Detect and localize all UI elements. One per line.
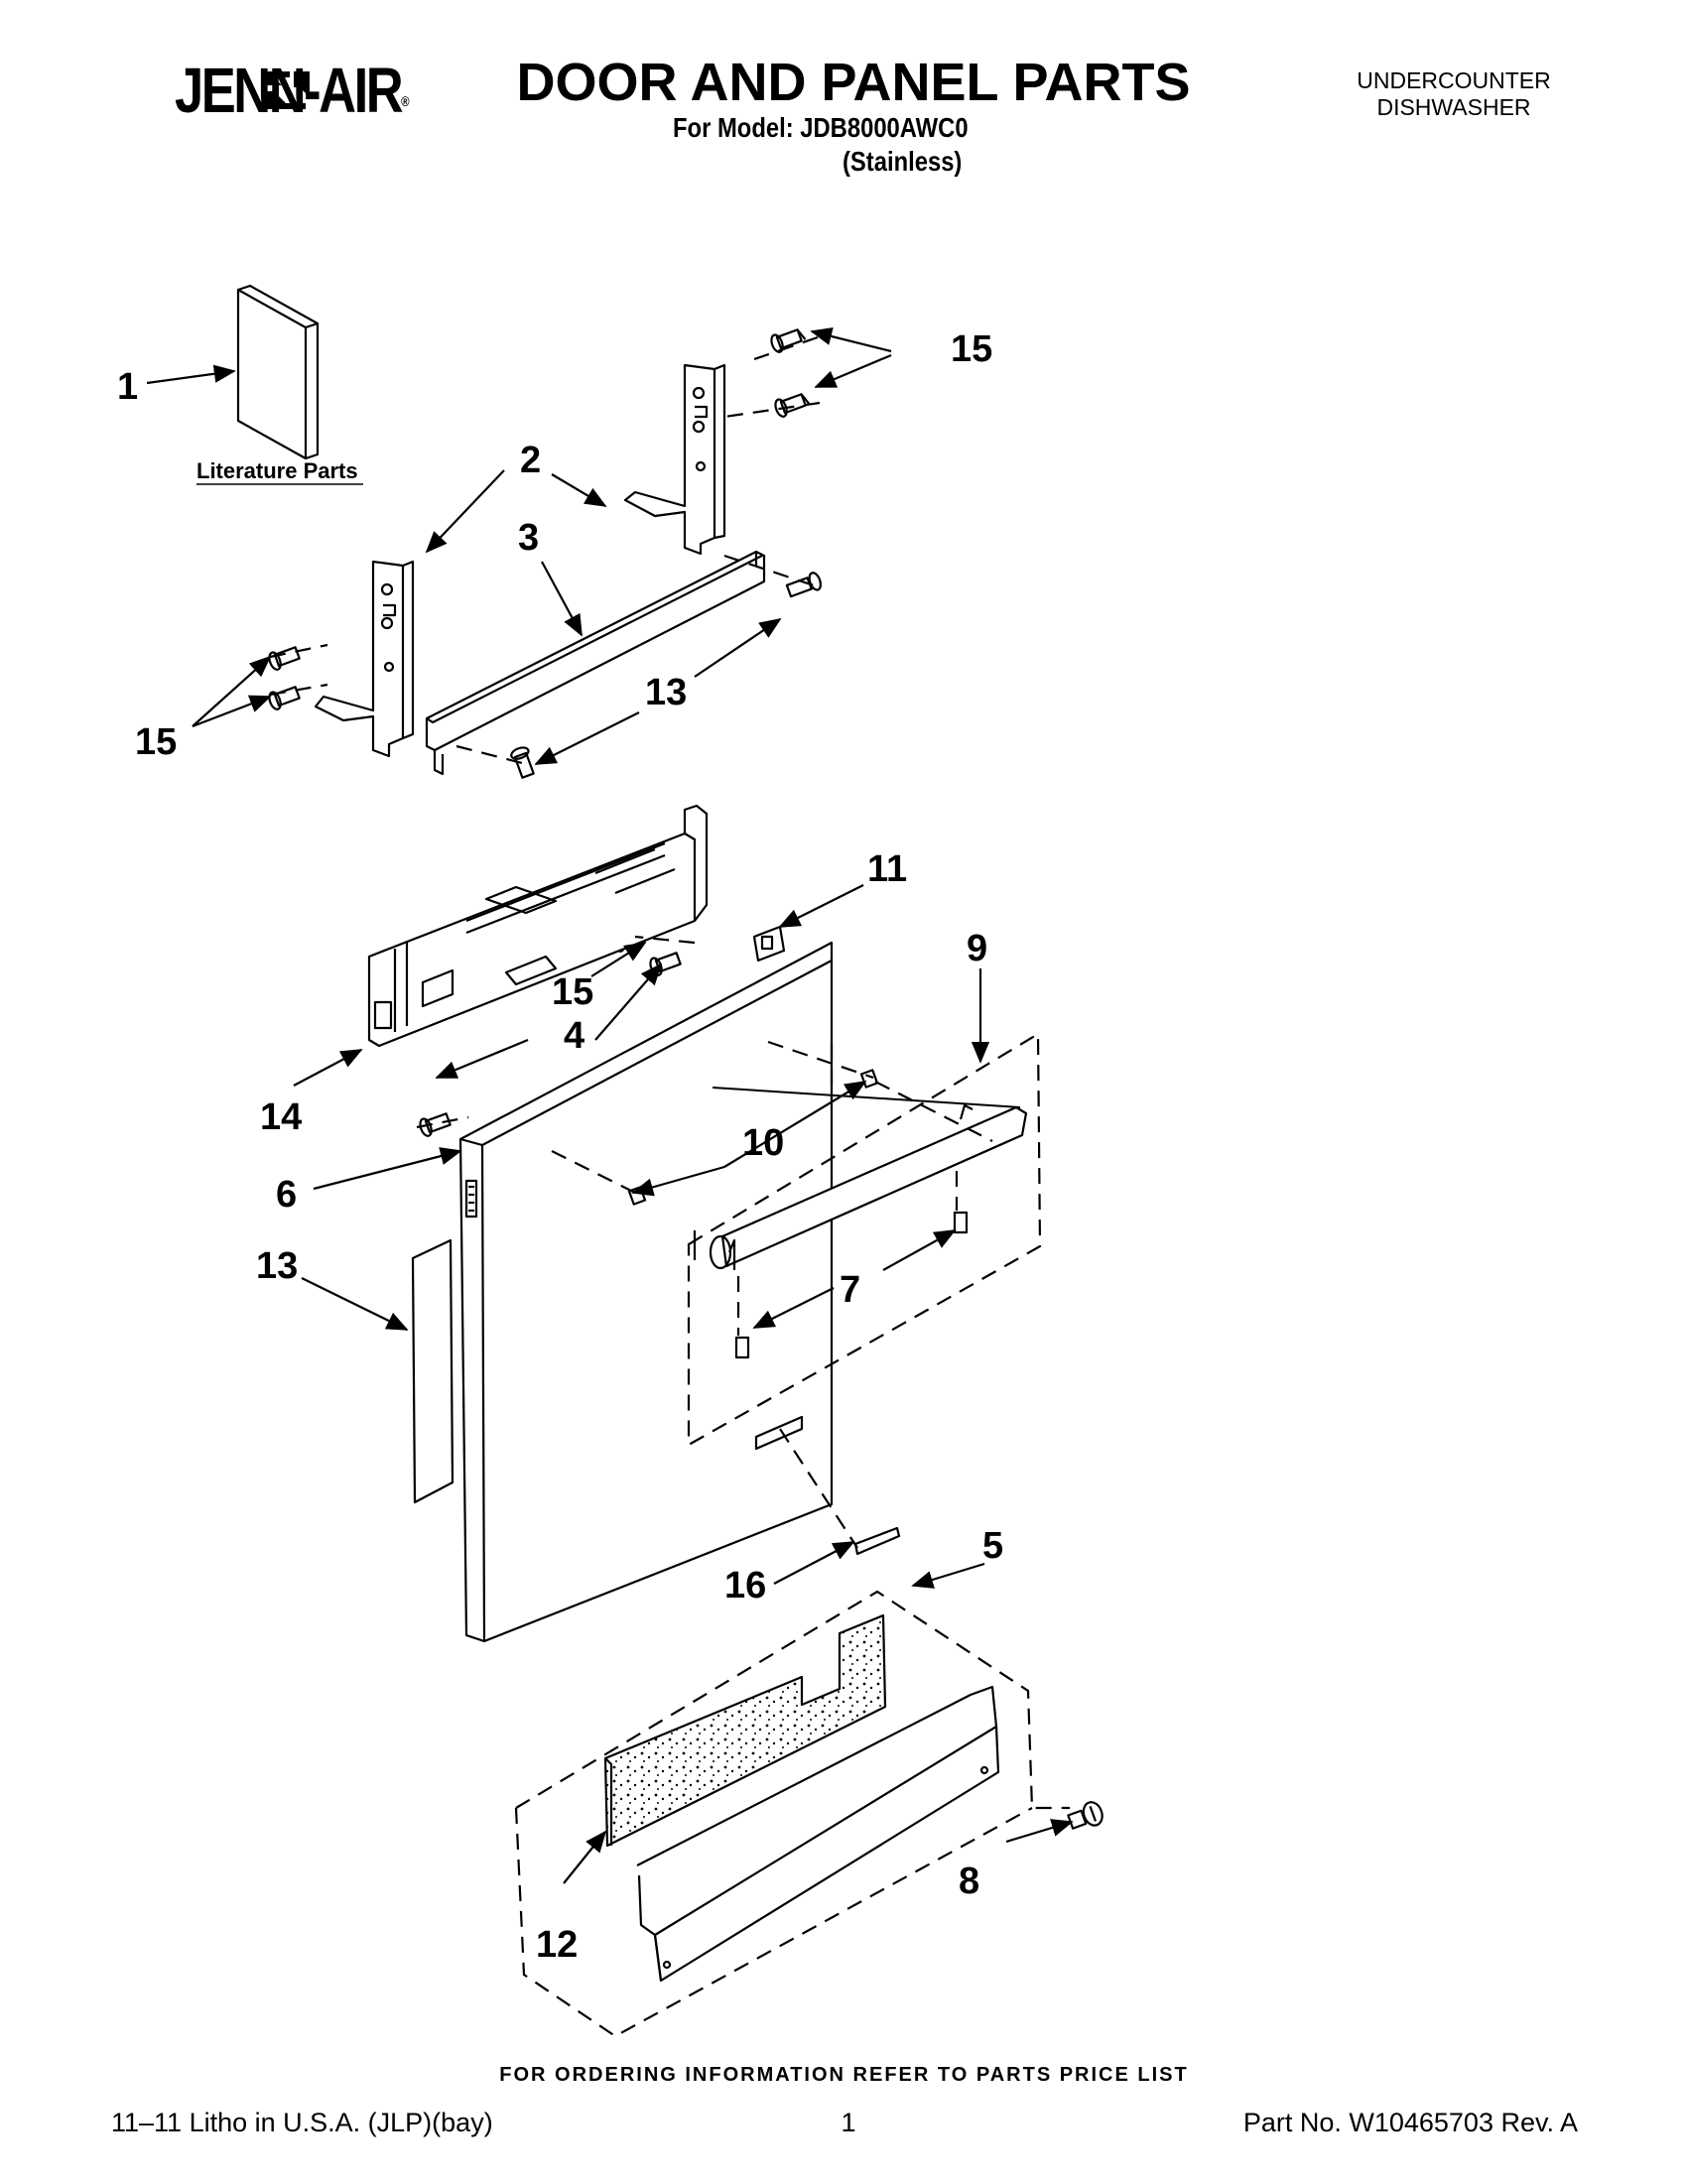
callout-label: 3 (518, 517, 539, 559)
hinge-bracket-left (314, 560, 415, 758)
callout-label: 15 (552, 971, 593, 1013)
category-line-1: UNDERCOUNTER (1357, 67, 1551, 93)
kick-plate (636, 1685, 1000, 1983)
callout-label: 11 (867, 848, 907, 890)
outer-door-panel (458, 941, 834, 1643)
callout-label: 15 (951, 328, 992, 370)
literature-booklet (236, 284, 320, 460)
control-panel-assembly (367, 804, 709, 1048)
hinge-bracket-right (623, 363, 726, 556)
callout-label: 14 (260, 1096, 302, 1138)
screw-set (268, 328, 822, 1137)
model-line: For Model: JDB8000AWC0 (673, 112, 969, 143)
callout-label: 4 (564, 1015, 584, 1057)
channel-strip (425, 550, 766, 776)
callout-label: 13 (256, 1245, 298, 1287)
callout-label: 15 (135, 721, 177, 763)
callout-label: 9 (967, 928, 987, 969)
leader-arrows (146, 326, 1074, 1884)
callout-label: 1 (117, 366, 138, 408)
variant-line: (Stainless) (843, 146, 963, 177)
gasket-strip (411, 1238, 454, 1504)
brand-wordmark: JENN-AIR® (175, 55, 410, 126)
callout-label: 2 (520, 440, 541, 481)
callout-label: 5 (982, 1525, 1003, 1567)
callout-label: 7 (840, 1269, 860, 1311)
callout-label: 12 (536, 1924, 578, 1966)
callout-label: 16 (724, 1565, 766, 1606)
page-number: 1 (841, 2108, 856, 2137)
callout-label: 13 (645, 672, 687, 713)
literature-parts-label: Literature Parts (196, 458, 358, 483)
insulation-pad (603, 1613, 887, 1848)
construction-lines (269, 335, 1070, 2038)
callout-labels: 1 2 3 13 15 15 11 9 15 4 14 10 6 13 7 5 … (117, 328, 1003, 1966)
litho-info: 11–11 Litho in U.S.A. (JLP)(bay) (111, 2108, 493, 2137)
bottom-clip (853, 1526, 901, 1556)
brand-logo (262, 71, 310, 109)
part-number: Part No. W10465703 Rev. A (1242, 2108, 1578, 2137)
callout-label: 8 (959, 1861, 979, 1902)
callout-label: 10 (742, 1122, 784, 1164)
callout-label: 6 (276, 1174, 297, 1216)
kick-plate-screw (1067, 1801, 1104, 1830)
category-line-2: DISHWASHER (1376, 94, 1531, 120)
page-title: DOOR AND PANEL PARTS (516, 53, 1191, 112)
ordering-note: FOR ORDERING INFORMATION REFER TO PARTS … (499, 2064, 1189, 2086)
clip (752, 925, 786, 963)
